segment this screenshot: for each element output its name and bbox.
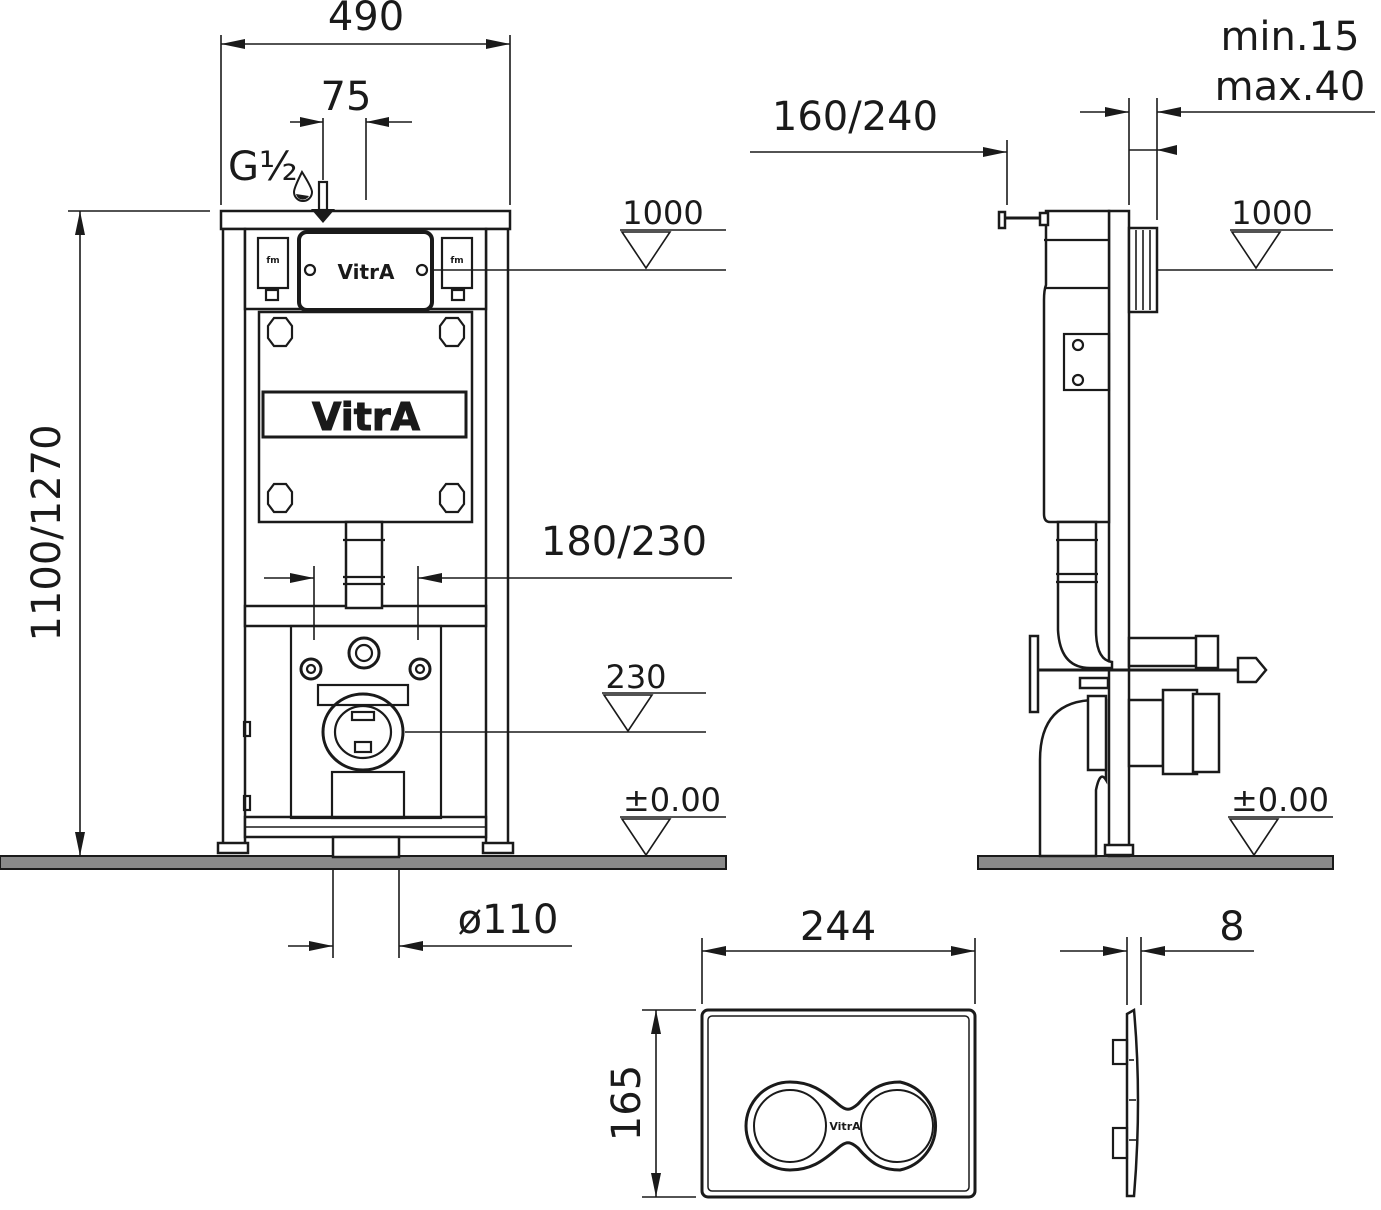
dim-floor-front: ±0.00 bbox=[623, 781, 721, 819]
dim-plate-height: 165 bbox=[604, 1065, 650, 1141]
side-dimensions: 160/240 min.15 max.40 1000 ±0.00 bbox=[750, 14, 1375, 857]
dim-plate-depth: 8 bbox=[1219, 904, 1244, 950]
svg-text:fm: fm bbox=[450, 256, 463, 266]
actuator-opening bbox=[297, 230, 434, 312]
flush-plate-front: VitrA 244 165 bbox=[604, 904, 977, 1199]
dim-drain-diameter: ø110 bbox=[458, 897, 559, 943]
water-drop-icon bbox=[292, 169, 314, 202]
side-floor-slab bbox=[977, 855, 1334, 870]
dim-wall-min: min.15 bbox=[1220, 14, 1359, 60]
dim-actuator-height-side: 1000 bbox=[1231, 194, 1312, 232]
dim-support-spacing: 180/230 bbox=[541, 519, 707, 565]
dim-floor-side: ±0.00 bbox=[1231, 781, 1329, 819]
drain-connection bbox=[321, 692, 405, 772]
dim-pipe-offset: 160/240 bbox=[772, 94, 938, 140]
svg-text:fm: fm bbox=[266, 256, 279, 266]
dual-flush-buttons bbox=[744, 1080, 938, 1172]
side-view bbox=[977, 209, 1334, 870]
front-view: VitrA fm fm VitrA bbox=[0, 169, 727, 870]
fill-level-triangle-icon bbox=[620, 231, 672, 270]
flush-plate-side: 8 bbox=[1060, 904, 1254, 1198]
frame-right-post bbox=[484, 227, 510, 851]
label-water-connection: G½ bbox=[228, 144, 298, 190]
dim-wall-max: max.40 bbox=[1215, 64, 1366, 110]
frame-left-post bbox=[221, 227, 247, 851]
dim-plate-width: 244 bbox=[800, 904, 876, 950]
cistern-body bbox=[257, 310, 474, 524]
dim-frame-width: 490 bbox=[328, 0, 404, 40]
dim-height-range: 1100/1270 bbox=[24, 424, 70, 641]
front-dimensions: 490 75 G½ 1100/1270 1000 180/230 230 bbox=[24, 0, 732, 958]
frame-top-bar bbox=[219, 209, 512, 231]
dim-actuator-height-front: 1000 bbox=[622, 194, 703, 232]
cistern-brand-label: VitrA bbox=[338, 260, 395, 284]
side-frame-post bbox=[1107, 209, 1131, 858]
side-cistern bbox=[1042, 209, 1111, 524]
dim-water-offset: 75 bbox=[321, 74, 372, 120]
dim-drain-height: 230 bbox=[605, 658, 666, 696]
plate-brand-label: VitrA bbox=[829, 1120, 861, 1133]
panel-brand-label: VitrA bbox=[312, 395, 421, 439]
